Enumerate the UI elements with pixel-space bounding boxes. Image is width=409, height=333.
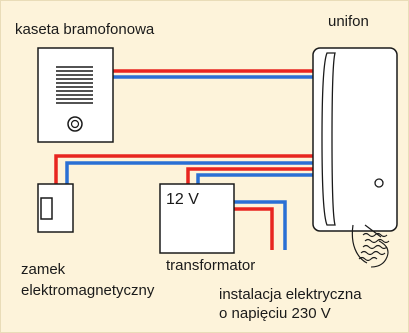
wire-handset-to-transformer bbox=[186, 167, 313, 184]
electromagnetic-lock bbox=[37, 183, 74, 233]
wire-panel-to-handset bbox=[113, 69, 313, 79]
transformer-label: transformator bbox=[166, 257, 256, 274]
transformer-voltage-label: 12 V bbox=[166, 191, 199, 208]
mains-label-line2: o napięciu 230 V bbox=[219, 305, 331, 322]
lock-label-line2: elektromagnetyczny bbox=[21, 282, 155, 299]
lock-label-line1: zamek bbox=[21, 261, 66, 278]
coiled-cord-icon bbox=[351, 224, 390, 268]
wire-handset-to-lock bbox=[54, 154, 313, 184]
wire-transformer-to-mains bbox=[234, 200, 287, 250]
speaker-grille-icon bbox=[56, 66, 93, 104]
intercom-handset bbox=[312, 47, 398, 268]
handset-label: unifon bbox=[328, 13, 369, 30]
handset-button-icon bbox=[374, 178, 384, 188]
mains-label-line1: instalacja elektryczna bbox=[219, 286, 362, 303]
call-button-icon bbox=[67, 116, 83, 132]
transformer bbox=[159, 183, 235, 254]
door-intercom-panel bbox=[37, 47, 114, 143]
door-panel-label: kaseta bramofonowa bbox=[15, 21, 155, 38]
